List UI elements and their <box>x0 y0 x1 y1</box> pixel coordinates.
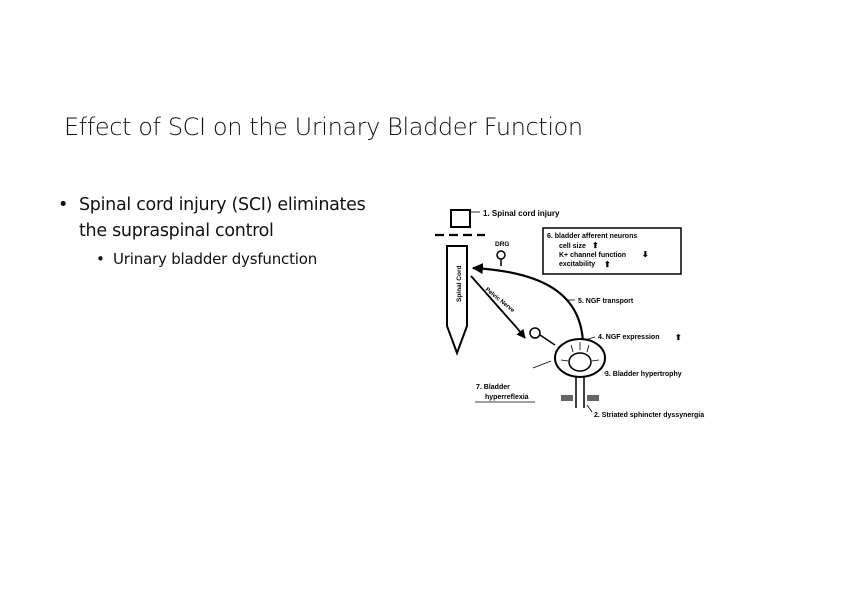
label-sphincter: 2. Striated sphincter dyssynergia <box>594 412 704 419</box>
label-leader <box>586 404 593 413</box>
bullet-text: Spinal cord injury (SCI) eliminates the … <box>79 195 366 241</box>
arrow-up-icon: ⬆ <box>604 260 611 269</box>
pelvic-nerve-fiber <box>470 275 518 329</box>
arrow-up-icon: ⬆ <box>675 333 682 342</box>
sub-bullet-dot: • <box>96 250 105 268</box>
bullet-item: • Spinal cord injury (SCI) eliminates th… <box>58 192 388 244</box>
afferent-neurons-box <box>542 227 682 275</box>
label-spinal-cord: Spinal Cord <box>456 265 463 302</box>
bladder-lumen <box>568 352 592 372</box>
arrow-down-icon: ⬇ <box>642 250 649 259</box>
arrow-up-icon: ⬆ <box>592 241 599 250</box>
label-bladder-hypertrophy: 3. Bladder hypertrophy <box>605 371 682 378</box>
pelvic-ganglion <box>529 327 541 339</box>
afferent-fiber-arrow <box>471 263 585 344</box>
bladder-wall-mark <box>560 359 569 362</box>
slide-title: Effect of SCI on the Urinary Bladder Fun… <box>64 113 583 141</box>
bullet-dot: • <box>58 195 69 215</box>
label-ngf-transport: 5. NGF transport <box>578 298 634 305</box>
label-k-channel: K+ channel function <box>559 252 626 259</box>
bladder-wall-mark <box>570 344 574 353</box>
label-leader <box>584 336 596 341</box>
bladder-wall-mark <box>591 359 600 362</box>
label-drg: DRG <box>495 241 509 248</box>
label-leader <box>532 360 552 369</box>
label-spinal-cord-injury: 1. Spinal cord injury <box>483 209 560 218</box>
ganglion-fiber <box>539 334 556 346</box>
label-ngf-expression: 4. NGF expression <box>598 334 659 341</box>
bladder-wall-mark <box>586 344 590 353</box>
label-cell-size: cell size <box>559 243 586 250</box>
label-hyperreflexia-1: 7. Bladder <box>476 384 510 391</box>
label-excitability: excitability <box>559 261 595 268</box>
sub-bullet-item: • Urinary bladder dysfunction <box>58 248 388 270</box>
efferent-arrow <box>516 327 526 339</box>
brain-box <box>450 209 471 228</box>
sphincter-right <box>587 395 599 401</box>
label-pelvic-nerve: Pelvic Nerve <box>484 287 516 315</box>
sub-bullet-text: Urinary bladder dysfunction <box>113 250 317 268</box>
sphincter-left <box>561 395 573 401</box>
sci-bladder-diagram: 1. Spinal cord injury Spinal Cord DRG 5.… <box>435 209 704 419</box>
label-hyperreflexia-2: hyperreflexia <box>485 394 529 401</box>
spinal-cord <box>446 245 468 356</box>
label-afferent-title: 6. bladder afferent neurons <box>547 233 637 240</box>
drg-ganglion <box>496 250 506 260</box>
bullet-list: • Spinal cord injury (SCI) eliminates th… <box>58 192 388 270</box>
